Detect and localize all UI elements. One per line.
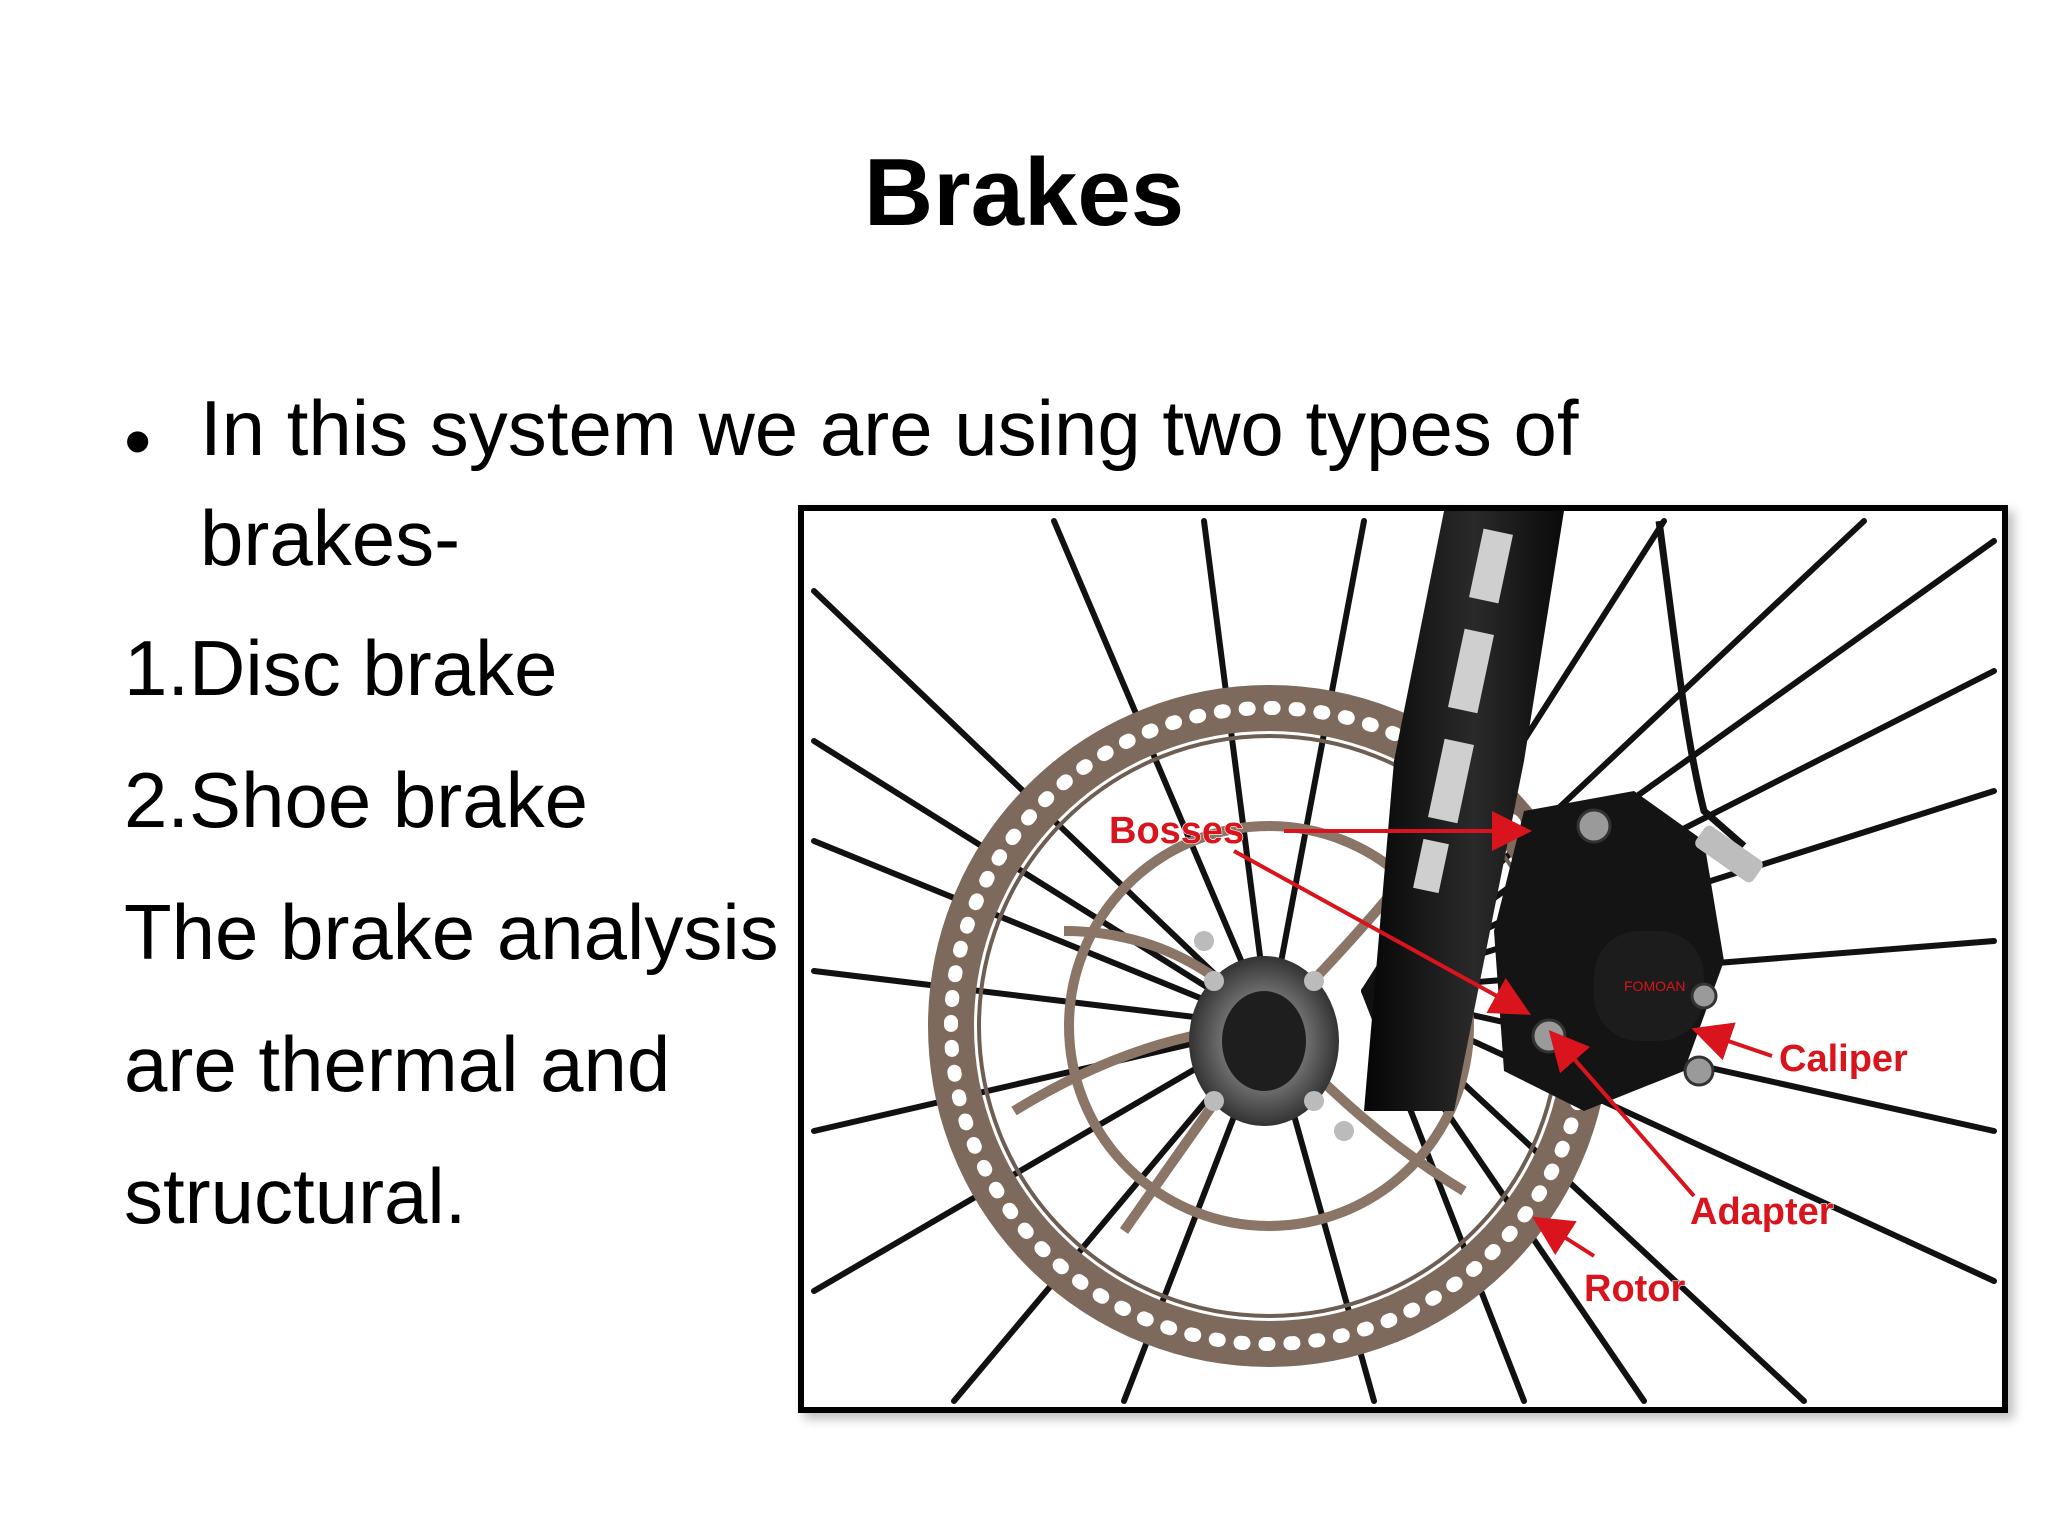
slide-title: Brakes [863,139,1185,246]
arrow-bosses-lower [1233,849,1532,1015]
svg-text:FOMOAN: FOMOAN [1624,978,1685,994]
arrow-caliper [1691,1022,1773,1061]
disc-brake-illustration: FOMOAN [811,511,1997,1404]
bullet-marker: • [124,397,152,485]
bullet-text-line-1: In this system we are using two types of [200,384,1579,472]
list-item-disc-brake: 1.Disc brake [124,624,558,712]
bullet-text-line-2: brakes- [200,494,461,582]
label-rotor: Rotor [1584,1268,1686,1310]
arrow-rotor [1532,1216,1596,1258]
list-item-shoe-brake: 2.Shoe brake [124,756,589,844]
paragraph-line-2: are thermal and [124,1020,671,1108]
disc-brake-figure: FOMOAN [798,505,2008,1413]
brake-cable [1655,520,1747,849]
paragraph-line-1: The brake analysis [124,888,779,976]
fork-leg [1364,511,1564,1111]
label-adapter: Adapter [1690,1191,1834,1233]
wheel-hub [1189,931,1354,1141]
label-bosses: Bosses [1109,810,1244,852]
callout-arrows [1233,811,1773,1258]
paragraph-line-3: structural. [124,1152,467,1240]
caliper-body: FOMOAN [1494,791,1763,1111]
arrow-adapter [1548,1029,1696,1198]
label-caliper: Caliper [1779,1038,1908,1080]
